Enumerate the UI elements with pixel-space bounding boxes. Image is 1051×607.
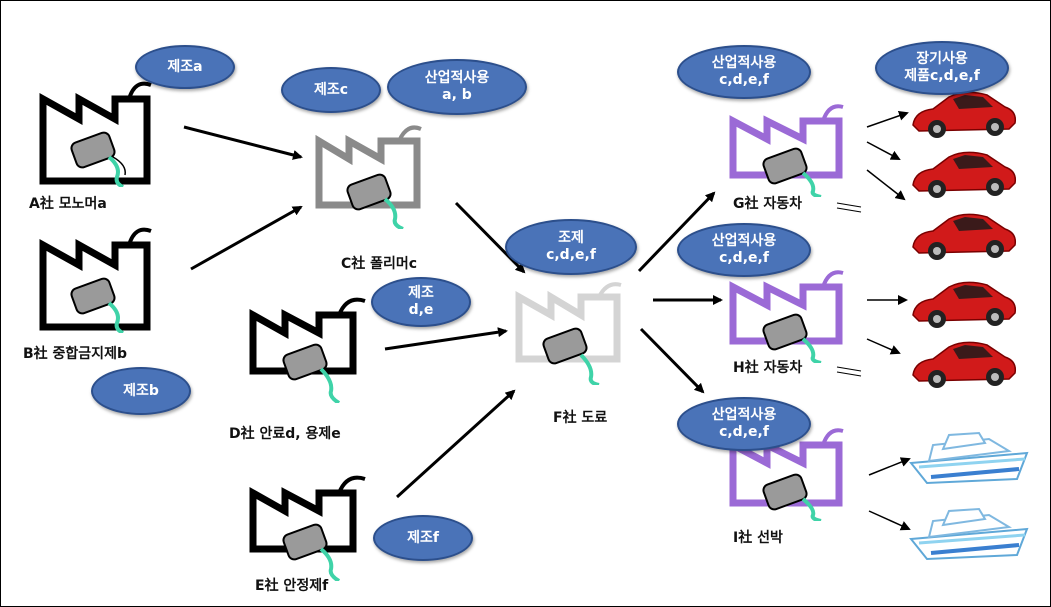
car-icon	[912, 151, 1017, 198]
bubble-text: 제조b	[123, 382, 159, 399]
arrow-h-to-car5	[866, 338, 901, 355]
factory-icon	[39, 227, 152, 333]
bubble-text: 조제	[558, 230, 584, 246]
label-company-h: H社 자동차	[733, 360, 803, 376]
label-company-e: E社 안정제f	[255, 578, 329, 594]
flow-arrows	[183, 110, 911, 531]
arrow-b-to-c	[190, 205, 303, 271]
label-company-b: B社 중합금지제b	[23, 346, 127, 362]
bubble-text: a, b	[442, 87, 472, 103]
bubble-text: c,d,e,f	[546, 247, 596, 263]
label-company-d: D社 안료d, 용제e	[229, 426, 341, 442]
factory-icon	[315, 125, 422, 229]
bubble-manufacture-e: 제조f	[373, 515, 473, 561]
factory-icon	[39, 81, 152, 187]
arrow-f-to-g	[637, 191, 716, 273]
arrow-f-to-i	[639, 327, 705, 394]
factory-icon	[729, 428, 844, 521]
ship-icon	[909, 507, 1029, 561]
bubble-manufacture-b: 제조b	[91, 367, 191, 415]
arrow-d-to-f	[384, 327, 508, 351]
label-company-f: F社 도료	[553, 410, 608, 426]
bubble-text: c,d,e,f	[719, 424, 769, 440]
arrow-g-to-car2	[866, 141, 901, 160]
arrow-a-to-c	[183, 125, 303, 160]
bubble-text: 제조f	[407, 529, 439, 546]
factory-icon	[249, 475, 366, 581]
arrow-g-to-car1	[866, 110, 909, 128]
bubble-text: c,d,e,f	[719, 72, 769, 88]
bubble-text: 산업적사용	[711, 407, 777, 423]
bubble-manufacture-c: 제조c	[281, 67, 381, 113]
bubble-text: 제품c,d,e,f	[904, 68, 980, 84]
bubble-manufacture-a: 제조a	[135, 45, 235, 89]
label-company-i: I社 선박	[733, 530, 783, 546]
bubble-text: 제조c	[313, 81, 349, 98]
bubble-text: 장기사용	[916, 51, 968, 67]
car-icon	[912, 341, 1017, 388]
ship-icon	[909, 431, 1029, 485]
bubble-text: 산업적사용	[424, 70, 490, 86]
label-company-g: G社 자동차	[733, 196, 803, 212]
car-icon	[912, 213, 1017, 260]
arrow-g-to-car3	[866, 169, 906, 201]
factory-icon	[515, 282, 622, 385]
bubble-text: 산업적사용	[711, 233, 777, 249]
dash-marks	[836, 202, 862, 377]
arrow-i-to-ship2	[868, 510, 911, 531]
label-company-c: C社 폴리머c	[341, 256, 418, 272]
arrow-e-to-f	[395, 389, 516, 499]
car-icon	[912, 91, 1017, 138]
label-company-a: A社 모노머a	[29, 196, 107, 212]
factory-icon	[249, 297, 366, 403]
bubble-text: c,d,e,f	[719, 250, 769, 266]
bubble-text: d,e	[408, 302, 434, 318]
factory-icon	[729, 104, 844, 197]
arrow-i-to-ship1	[868, 457, 911, 476]
bubble-text: 제조a	[167, 58, 203, 75]
car-icon	[912, 281, 1017, 328]
factory-icon	[729, 270, 844, 363]
bubble-text: 산업적사용	[711, 55, 777, 71]
bubble-text: 제조	[408, 285, 434, 301]
